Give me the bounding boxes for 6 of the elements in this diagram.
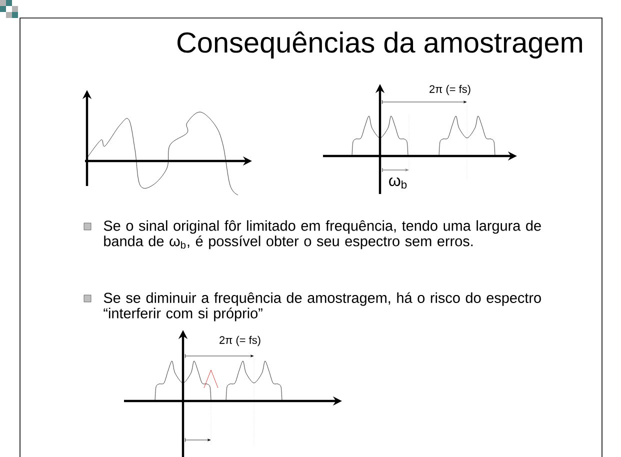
bullet-text: Se o sinal original fôr limitado em frequência, tendo uma largura de banda de ω$_{b}$, é possível obter o seu espectro sem erros.	[104, 220, 541, 250]
dimension-label: ω$_{b}$	[389, 177, 407, 189]
dimension-label: 2π (= fs)	[220, 336, 260, 346]
bullet-text: Se se diminuir a frequência de amostragem, há o risco do espectro “interferir com si próprio”	[104, 292, 541, 322]
slide-title: Consequências da amostragem	[178, 31, 582, 59]
dimension-label: 2π (= fs)	[430, 84, 470, 96]
